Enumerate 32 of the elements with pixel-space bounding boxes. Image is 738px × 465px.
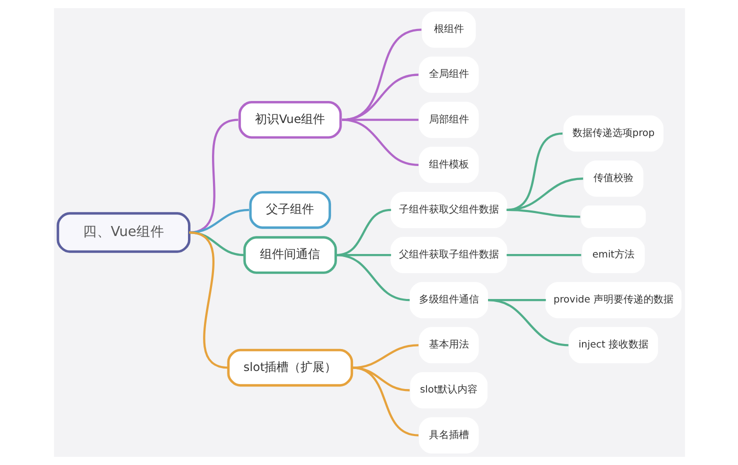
node-box: 数据传递选项prop bbox=[563, 115, 663, 152]
connector bbox=[506, 254, 581, 256]
node-box: 根组件 bbox=[421, 12, 476, 48]
node-box: emit方法 bbox=[582, 236, 644, 274]
node-box: 组件模板 bbox=[418, 146, 478, 184]
connector bbox=[342, 118, 418, 121]
connector bbox=[506, 132, 562, 212]
node-box: 基本用法 bbox=[418, 327, 478, 364]
node-box: 局部组件 bbox=[418, 102, 478, 138]
node-box: 子组件获取父组件数据 bbox=[390, 192, 507, 228]
node-box: 初识Vue组件 bbox=[238, 100, 342, 139]
connector bbox=[341, 118, 418, 166]
node-box: slot插槽（扩展） bbox=[226, 348, 353, 387]
connector bbox=[341, 28, 422, 121]
node-box bbox=[580, 206, 646, 228]
connector bbox=[487, 299, 568, 346]
node-box: 具名插槽 bbox=[418, 417, 478, 454]
node-box: 父组件获取子组件数据 bbox=[390, 236, 507, 274]
connector bbox=[341, 74, 418, 121]
node-box: slot默认内容 bbox=[410, 372, 488, 408]
node-box: provide 声明要传递的数据 bbox=[544, 282, 682, 318]
node-box: 四、Vue组件 bbox=[56, 212, 190, 253]
connector bbox=[506, 208, 580, 218]
node-box: 传值校验 bbox=[583, 160, 643, 197]
node-box: 组件间通信 bbox=[242, 236, 336, 274]
node-box: inject 接收数据 bbox=[568, 327, 658, 364]
connector bbox=[188, 231, 228, 369]
node-box: 多级组件通信 bbox=[409, 282, 488, 318]
connector bbox=[351, 366, 418, 436]
node-box: 父子组件 bbox=[248, 191, 331, 229]
node-box: 全局组件 bbox=[418, 56, 478, 93]
connector bbox=[336, 254, 410, 302]
